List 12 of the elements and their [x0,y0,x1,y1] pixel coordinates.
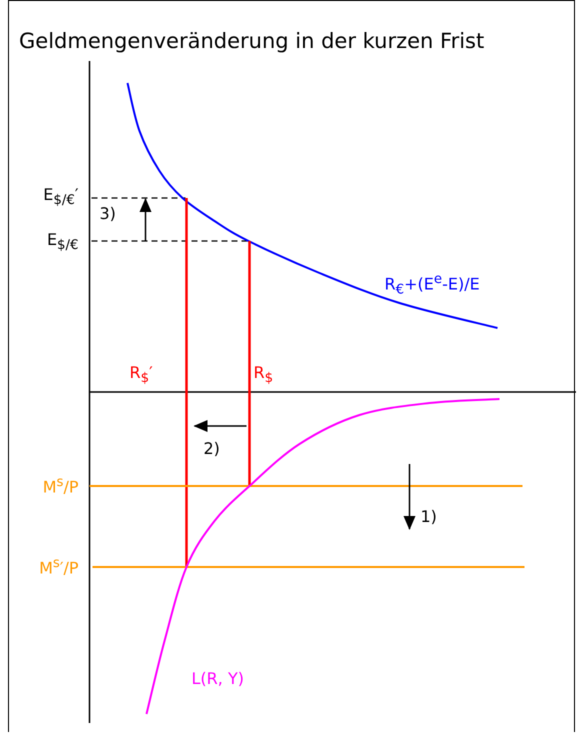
axis-label: R$_{$}$′ [130,363,153,386]
axis-label: 2) [204,439,220,458]
axis-label: L(R, Y) [192,669,244,688]
axis-label: E$_{$/€}$′ [43,185,78,208]
axis-label: M$^{s}$/P [42,475,78,496]
axis-label: R$_{$}$ [254,363,274,386]
axis-label: E$_{$/€}$ [46,230,78,254]
axis-label: 1) [420,507,437,526]
axis-label: 3) [100,204,116,223]
diagram-title: Geldmengenveränderung in der kurzen Frist [19,29,484,53]
axis-label: R$_{€}$+(E$^{e}$-E)/E [384,272,480,298]
axis-label: M$^{s}$′/P [39,556,78,578]
